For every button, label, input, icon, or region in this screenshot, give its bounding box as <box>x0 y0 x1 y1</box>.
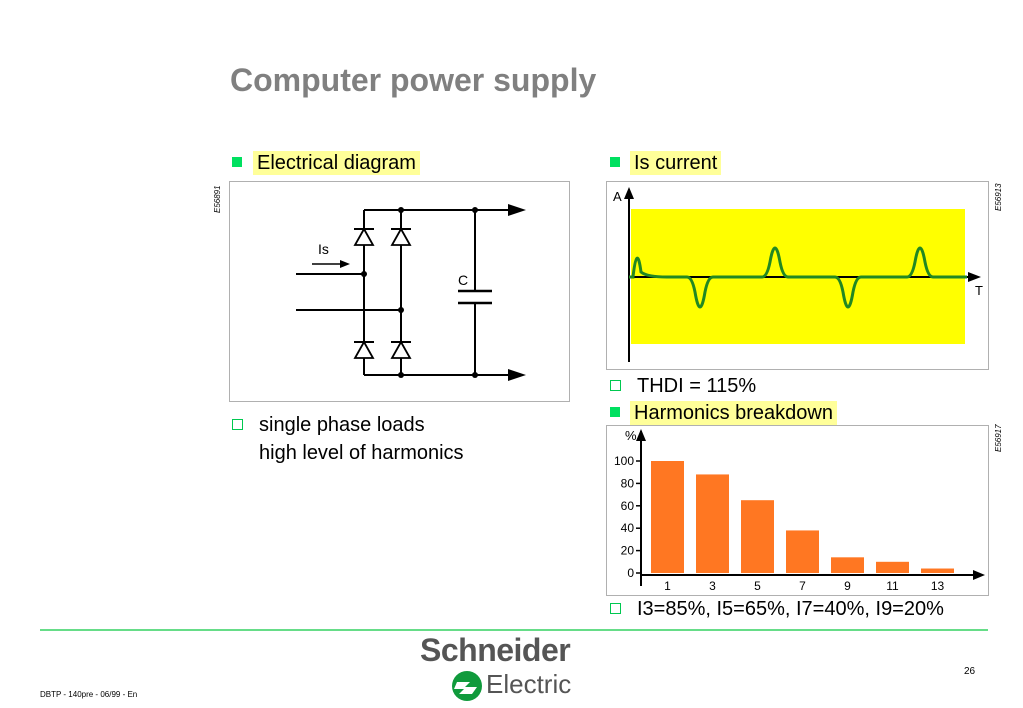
electrical-diagram-heading: Electrical diagram <box>253 151 420 175</box>
current-wave <box>629 246 967 309</box>
bar-harmonic-5 <box>741 500 774 573</box>
x-tick-label: 11 <box>886 579 899 593</box>
harmonics-heading: Harmonics breakdown <box>630 401 837 425</box>
logo-text-schneider: Schneider <box>420 632 571 668</box>
bullet-square <box>232 157 242 167</box>
x-tick-label: 5 <box>754 579 761 593</box>
bullet-open <box>610 380 621 391</box>
current-label: Is <box>318 241 329 257</box>
x-tick-label: 13 <box>931 579 945 593</box>
x-tick-label: 3 <box>709 579 716 593</box>
bar-harmonic-3 <box>696 474 729 573</box>
bar-harmonic-1 <box>651 461 684 573</box>
footer-divider <box>40 629 988 631</box>
x-tick-label: 7 <box>799 579 806 593</box>
y-tick-label: 20 <box>621 544 635 558</box>
harmonics-note: I3=85%, I5=65%, I7=40%, I9=20% <box>637 598 944 620</box>
current-waveform: A T <box>613 187 983 362</box>
figure-ref-e56913: E56913 <box>994 183 1003 211</box>
y-tick-label: 100 <box>614 454 634 468</box>
x-tick-label: 1 <box>664 579 671 593</box>
bullet-open <box>232 419 243 430</box>
electrical-diagram-frame: Is C <box>229 181 570 402</box>
x-tick-label: 9 <box>844 579 851 593</box>
y-axis-label: % <box>625 428 637 443</box>
y-tick-label: 0 <box>627 566 634 580</box>
bar-harmonic-13 <box>921 568 954 573</box>
y-tick-label: 60 <box>621 499 635 513</box>
thdi-note: THDI = 115% <box>637 375 757 397</box>
bar-harmonic-11 <box>876 561 909 573</box>
page-title: Computer power supply <box>230 62 597 98</box>
axis-x-label: T <box>975 283 983 298</box>
figure-ref-e56917: E56917 <box>994 424 1003 452</box>
y-tick-label: 40 <box>621 521 635 535</box>
schneider-electric-logo: Schneider Electric <box>420 632 590 704</box>
y-tick-label: 80 <box>621 476 635 490</box>
note-line-2: high level of harmonics <box>259 442 464 464</box>
page-number: 26 <box>964 666 976 677</box>
figure-ref-e56891: E56891 <box>213 185 222 213</box>
bar-harmonic-7 <box>786 530 819 573</box>
note-line-1: single phase loads <box>259 414 425 436</box>
document-code: DBTP - 140pre - 06/99 - En <box>40 690 138 699</box>
bar-harmonic-9 <box>831 557 864 573</box>
current-waveform-frame: A T <box>606 181 989 370</box>
bullet-open <box>610 603 621 614</box>
logo-text-electric: Electric <box>486 669 572 699</box>
axis-y-label: A <box>613 189 622 204</box>
logo-mark-icon <box>452 671 482 701</box>
is-current-heading: Is current <box>630 151 722 175</box>
bullet-square <box>610 407 620 417</box>
rectifier-circuit-diagram: Is C <box>296 204 526 381</box>
capacitor-label: C <box>458 272 468 288</box>
bullet-square <box>610 157 620 167</box>
